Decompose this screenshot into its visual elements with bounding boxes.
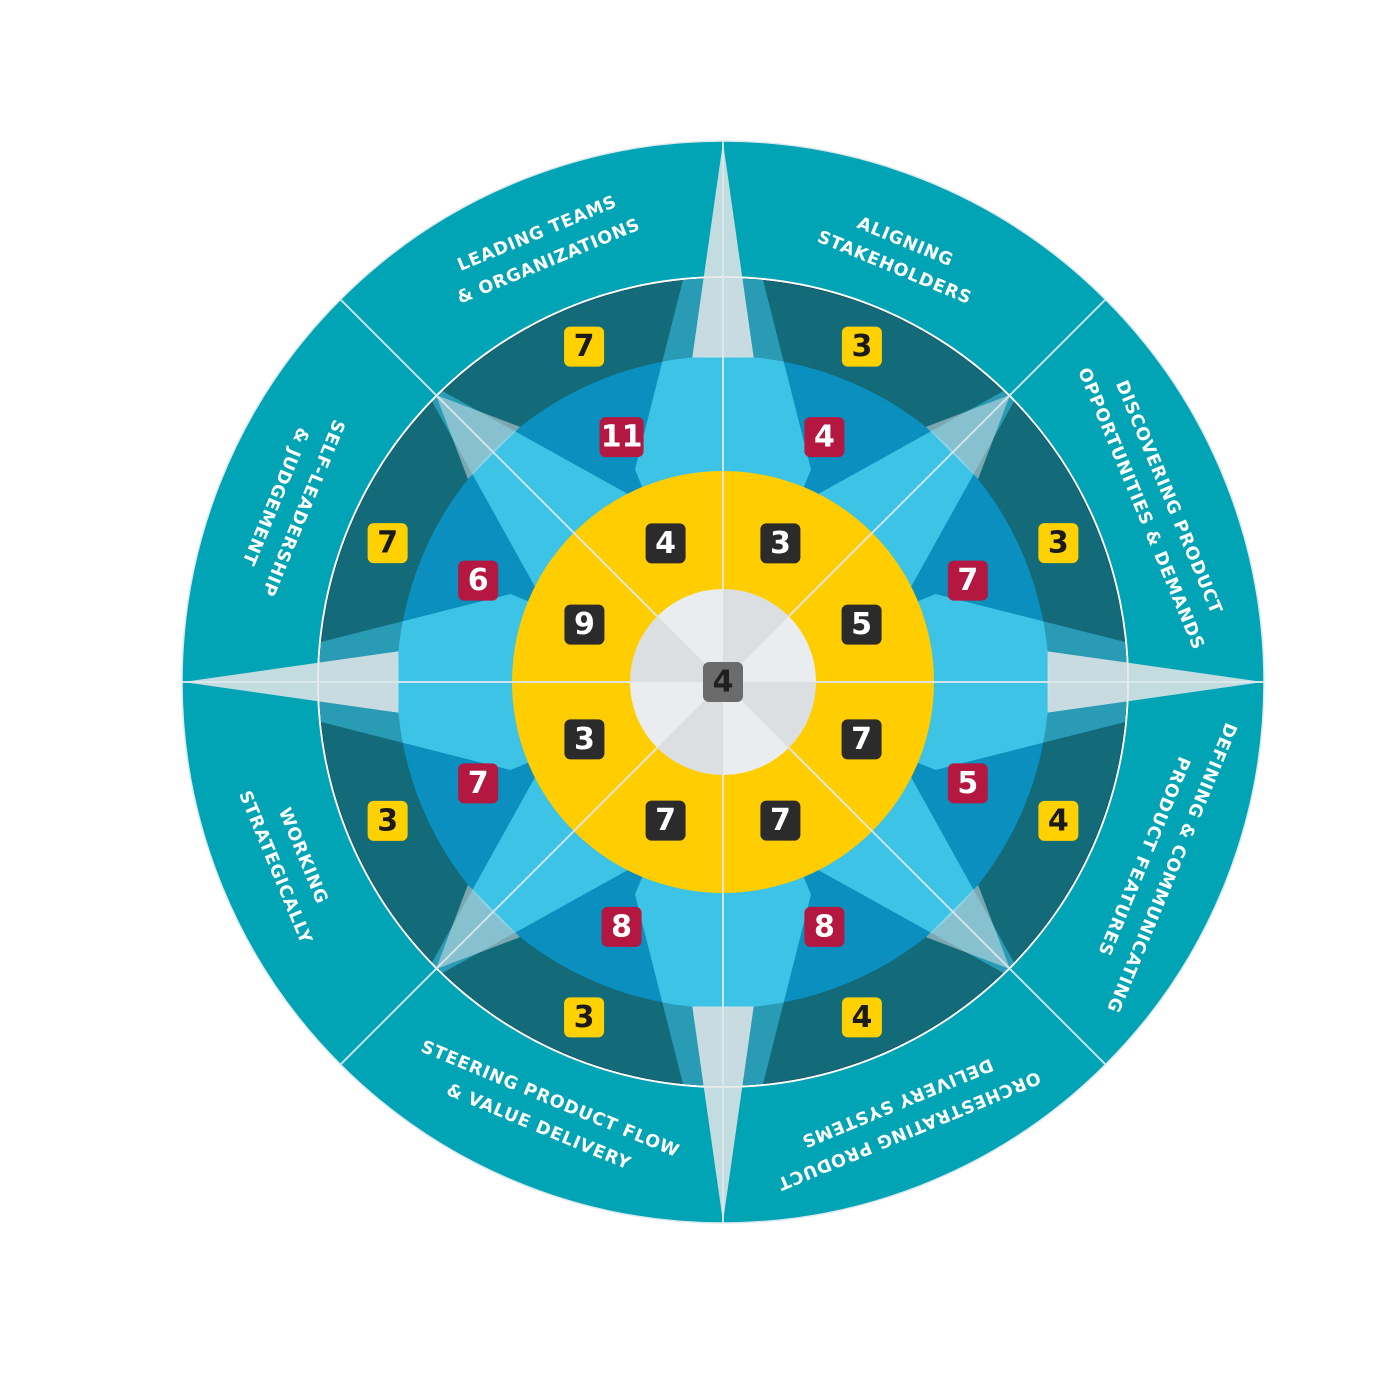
- score-middle-badge: 4: [814, 420, 835, 455]
- score-inner-badge: 9: [574, 607, 595, 642]
- score-outer-badge-bg: [564, 997, 605, 1038]
- segment-working[interactable]: [182, 682, 436, 1065]
- score-outer-badge-bg: [1038, 800, 1079, 841]
- score-inner-badge: 7: [851, 722, 872, 757]
- score-middle-badge-bg: [458, 560, 499, 601]
- score-inner-badge-bg: [841, 719, 882, 760]
- score-center-badge-bg: [703, 662, 743, 702]
- score-inner-badge: 7: [770, 803, 791, 838]
- score-inner-badge-bg: [645, 800, 686, 841]
- segment-steering[interactable]: [340, 969, 723, 1223]
- segment-orchestrating[interactable]: [723, 969, 1106, 1223]
- score-middle-badge-bg: [458, 763, 499, 804]
- score-inner-badge: 3: [574, 722, 595, 757]
- score-outer-badge: 7: [377, 526, 398, 561]
- score-inner-badge-bg: [760, 523, 801, 564]
- center-slice: [723, 589, 789, 682]
- score-middle-badge: 6: [468, 563, 489, 598]
- segment-discovering[interactable]: [1010, 299, 1264, 682]
- score-middle-badge: 11: [601, 420, 643, 455]
- center-slice: [657, 682, 723, 775]
- score-middle-badge-bg: [804, 417, 845, 458]
- score-outer-badge: 3: [1048, 526, 1069, 561]
- score-outer-badge-bg: [1038, 523, 1079, 564]
- score-outer-badge: 3: [574, 1000, 595, 1035]
- score-outer-badge: 3: [377, 803, 398, 838]
- score-outer-badge-bg: [564, 326, 605, 367]
- score-inner-badge: 7: [655, 803, 676, 838]
- segment-defining[interactable]: [1010, 682, 1264, 1065]
- divider-line: [339, 747, 658, 1066]
- score-middle-badge: 8: [814, 909, 835, 944]
- score-inner-badge-bg: [645, 523, 686, 564]
- segment-aligning[interactable]: [723, 141, 1106, 395]
- score-center-badge: 4: [713, 665, 734, 700]
- score-inner-badge-bg: [564, 719, 605, 760]
- center-slice: [630, 616, 723, 682]
- score-inner-badge: 5: [851, 607, 872, 642]
- score-outer-badge: 4: [1048, 803, 1069, 838]
- score-outer-badge-bg: [841, 326, 882, 367]
- score-outer-badge-bg: [841, 997, 882, 1038]
- divider-line: [339, 298, 658, 617]
- segment-leading[interactable]: [340, 141, 723, 395]
- divider-line: [788, 298, 1107, 617]
- score-middle-badge-bg: [947, 763, 988, 804]
- center-slice: [723, 616, 816, 682]
- score-middle-badge: 7: [957, 563, 978, 598]
- score-outer-badge: 4: [851, 1000, 872, 1035]
- score-outer-badge-bg: [367, 523, 408, 564]
- score-middle-badge: 5: [957, 766, 978, 801]
- center-slice: [630, 682, 723, 748]
- score-outer-badge: 7: [574, 329, 595, 364]
- score-inner-badge-bg: [841, 604, 882, 645]
- segment-self-leadership[interactable]: [182, 299, 436, 682]
- score-inner-badge-bg: [564, 604, 605, 645]
- score-middle-badge: 7: [468, 766, 489, 801]
- center-slice: [723, 682, 789, 775]
- score-middle-badge-bg: [599, 417, 644, 458]
- score-inner-badge-bg: [760, 800, 801, 841]
- score-middle-badge-bg: [804, 906, 845, 947]
- score-inner-badge: 4: [655, 526, 676, 561]
- score-middle-badge-bg: [601, 906, 642, 947]
- score-outer-badge-bg: [367, 800, 408, 841]
- divider-line: [788, 747, 1107, 1066]
- score-outer-badge: 3: [851, 329, 872, 364]
- center-slice: [657, 589, 723, 682]
- score-middle-badge: 8: [611, 909, 632, 944]
- score-inner-badge: 3: [770, 526, 791, 561]
- score-middle-badge-bg: [947, 560, 988, 601]
- center-slice: [723, 682, 816, 748]
